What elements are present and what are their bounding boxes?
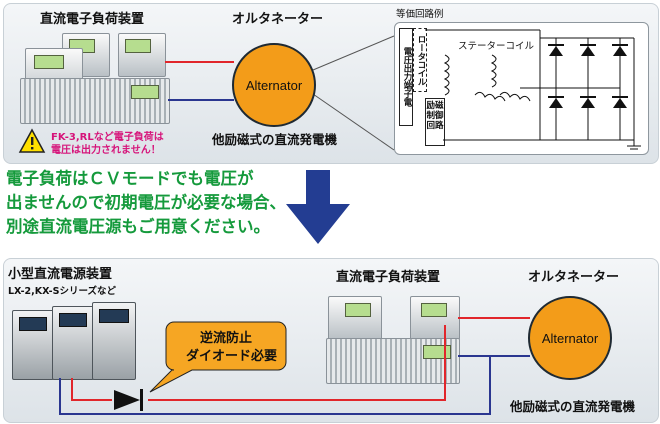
power-supply-unit	[12, 310, 54, 380]
equivalent-circuit-box	[394, 22, 649, 155]
diode-callout-line-1: 逆流防止	[200, 331, 253, 346]
diode-callout-line-2: ダイオード必要	[186, 349, 278, 364]
rotor-coil-label: ロータコイル	[413, 28, 427, 92]
notice-line-1: 電子負荷はＣＶモードでも電圧が	[6, 169, 254, 188]
load-unit	[410, 296, 460, 340]
power-supply-unit	[92, 302, 136, 380]
excitation-control-label: 励磁制御回路	[425, 98, 445, 146]
top-alternator-label: Alternator	[245, 77, 303, 93]
load-mainframe	[20, 78, 170, 124]
warning-line-2: 電圧は出力されません！	[51, 145, 161, 156]
notice-line-2: 出ませんので初期電圧が必要な場合、	[6, 193, 287, 212]
notice-text: 電子負荷はＣＶモードでも電圧が 出ませんので初期電圧が必要な場合、 別途直流電圧…	[6, 167, 286, 239]
bottom-psu-title: 小型直流電源装置	[8, 267, 113, 282]
load-unit	[118, 33, 166, 77]
bottom-alternator-label: Alternator	[541, 330, 599, 346]
load-mainframe	[326, 338, 460, 384]
bottom-alternator-title: オルタネーター	[528, 270, 620, 285]
top-alternator-circle: Alternator	[232, 43, 316, 127]
power-supply-unit	[52, 306, 94, 380]
load-unit	[328, 296, 382, 340]
stator-coil-label: ステーターコイル	[458, 41, 535, 52]
top-load-title: 直流電子負荷装置	[40, 12, 145, 27]
bottom-psu-subtitle: LX-2,KX-Sシリーズなど	[8, 286, 116, 297]
down-arrow-icon	[286, 170, 350, 244]
bottom-load-title: 直流電子負荷装置	[336, 270, 441, 285]
top-alternator-title: オルタネーター	[232, 12, 324, 27]
warning-line-1: FK-3,RLなど電子負荷は	[51, 132, 164, 143]
notice-line-3: 別途直流電圧源もご用意ください。	[6, 217, 270, 236]
equivalent-circuit-title: 等価回路例	[396, 9, 444, 20]
output-terminal-label: 電圧出力端子電	[399, 28, 413, 126]
bottom-generator-caption: 他励磁式の直流発電機	[510, 399, 636, 414]
top-generator-caption: 他励磁式の直流発電機	[212, 132, 338, 147]
bottom-alternator-circle: Alternator	[528, 296, 612, 380]
